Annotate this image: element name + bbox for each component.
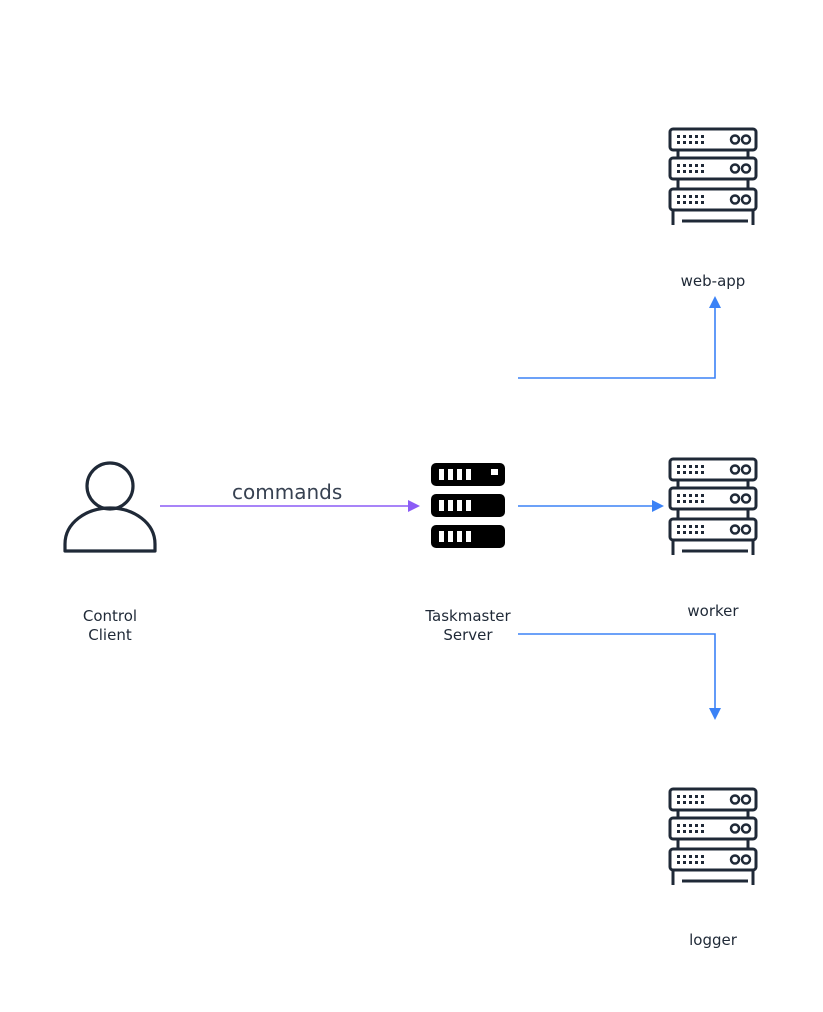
server-rack-icon	[431, 463, 505, 548]
edge-to-web-app	[518, 296, 721, 379]
node-label-logger: logger	[689, 931, 737, 949]
node-label-control-client: Control Client	[60, 607, 160, 645]
node-label-worker: worker	[687, 602, 739, 620]
server-icon	[668, 787, 758, 887]
server-icon	[668, 127, 758, 227]
taskmaster-server-line2: Server	[443, 626, 493, 644]
edge-to-logger	[518, 633, 721, 720]
control-client-line2: Client	[88, 626, 132, 644]
control-client-line1: Control	[82, 607, 138, 625]
taskmaster-server-line1: Taskmaster	[425, 607, 511, 625]
node-label-taskmaster-server: Taskmaster Server	[408, 607, 528, 645]
user-icon	[63, 461, 157, 553]
server-icon	[668, 457, 758, 557]
edge-label-commands: commands	[232, 480, 343, 504]
node-label-web-app: web-app	[680, 272, 746, 290]
